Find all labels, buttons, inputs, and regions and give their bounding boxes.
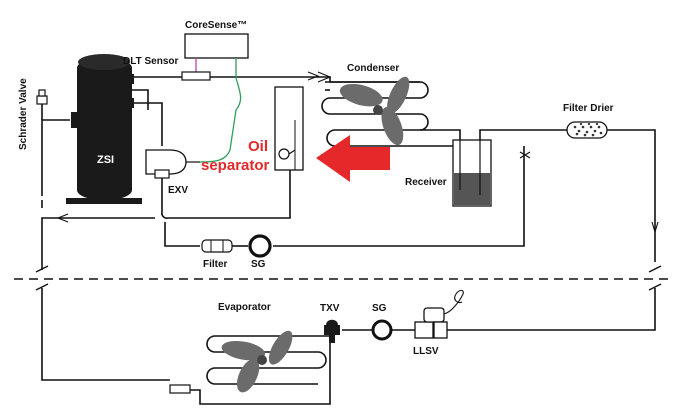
oil-label-line1: Oil [248, 138, 268, 155]
flow-arrow-right-top [307, 71, 320, 81]
txv-label: TXV [320, 303, 340, 314]
oil-separator [274, 86, 304, 171]
suction-return-line [41, 217, 155, 270]
receiver-return-line [273, 146, 525, 247]
sight-glass-top [248, 234, 272, 258]
filter-drier-label: Filter Drier [563, 103, 614, 114]
liquid-line-down [607, 129, 656, 262]
schrader-valve-label: Schrader Valve [18, 78, 29, 150]
exv-label: EXV [168, 185, 188, 196]
filter-label: Filter [203, 259, 228, 270]
sg-top-label: SG [251, 259, 266, 270]
receiver-valve-icon [519, 151, 531, 159]
condenser-outlet-line [420, 129, 461, 143]
evaporator-label: Evaporator [218, 302, 271, 313]
flow-arrow-left [56, 213, 69, 223]
red-arrow-icon [316, 135, 390, 182]
condenser-fan-icon [339, 76, 410, 146]
sensor-wire-green [199, 58, 242, 163]
llsv-label: LLSV [413, 346, 439, 357]
liquid-line-lower [447, 288, 656, 331]
flow-arrow-down [651, 221, 659, 234]
dlt-sensor [181, 71, 211, 81]
oil-label-line2: separator [201, 157, 270, 174]
receiver-tank [452, 139, 492, 207]
txv-valve [324, 319, 340, 343]
llsv-valve [414, 289, 464, 339]
coresense-label: CoreSense™ [185, 20, 247, 31]
suction-sensor-box [169, 384, 191, 394]
coresense-module [184, 33, 249, 59]
exv-valve [145, 149, 200, 179]
sight-glass-bottom [371, 319, 393, 341]
schrader-valve [36, 89, 48, 105]
dlt-sensor-label: DLT Sensor [123, 56, 178, 67]
zsi-label: ZSI [97, 154, 114, 166]
condenser-label: Condenser [347, 63, 399, 74]
receiver-outlet-line [479, 129, 567, 143]
evaporator-fan-icon [221, 330, 293, 393]
filter-drier [566, 121, 608, 139]
suction-line-lower [41, 288, 170, 381]
sg-bottom-label: SG [372, 303, 387, 314]
receiver-label: Receiver [405, 177, 447, 188]
filter-component [201, 239, 233, 253]
line-break-marks [35, 265, 662, 291]
evaporator-coil [206, 335, 330, 385]
exv-line [130, 102, 163, 146]
zsi-compressor [66, 54, 142, 204]
